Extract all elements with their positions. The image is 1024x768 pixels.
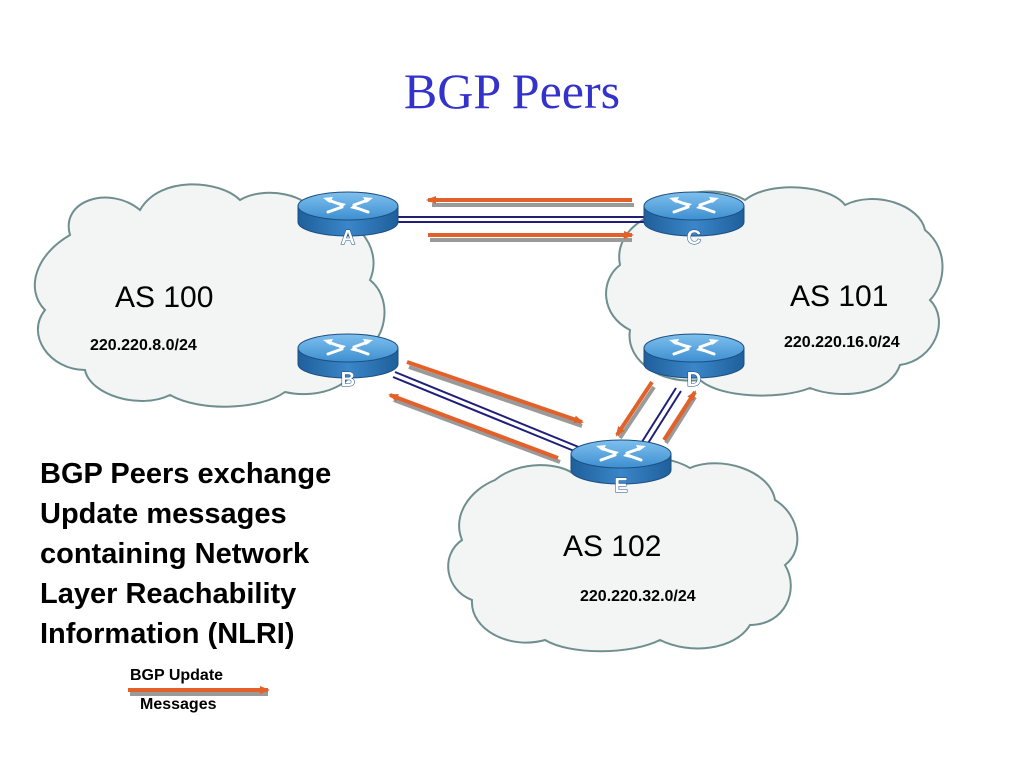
router-label-e: E [614,475,627,497]
router-label-a: A [341,227,355,249]
legend-arrow [128,686,270,696]
peer-link-b-e [392,371,587,456]
update-arrow-b-to-e [406,360,584,428]
router-a: A [296,190,400,250]
legend-label-line1: BGP Update [130,667,224,684]
update-arrows [388,196,697,464]
update-arrow-e-to-d [662,390,697,445]
router-label-d: D [687,369,701,391]
update-arrow-e-to-b [388,393,561,464]
router-label-b: B [341,369,355,391]
router-b: B [296,332,400,392]
description-line: Update messages [40,498,287,530]
description-line: containing Network [40,538,310,570]
peer-link-d-e [639,387,682,449]
page-title: BGP Peers [403,63,621,119]
router-e: E [569,438,673,498]
description-text: BGP Peers exchange Update messages conta… [40,454,420,654]
description-line: BGP Peers exchange [40,458,332,490]
as101-name: AS 101 [790,280,889,313]
as101-prefix: 220.220.16.0/24 [784,334,900,351]
as100-name: AS 100 [115,281,214,314]
as102-name: AS 102 [563,530,662,563]
router-label-c: C [687,227,701,249]
update-arrow-c-to-a [426,196,634,207]
update-arrow-a-to-c [428,231,634,242]
router-c: C [642,190,746,250]
description-line: Information (NLRI) [40,618,295,650]
as102-prefix: 220.220.32.0/24 [580,588,696,605]
legend-label-line2: Messages [140,696,217,713]
peer-link-a-c [395,216,648,223]
router-d: D [642,332,746,392]
as100-prefix: 220.220.8.0/24 [90,337,197,354]
description-line: Layer Reachability [40,578,297,610]
update-arrow-d-to-e [615,380,656,440]
